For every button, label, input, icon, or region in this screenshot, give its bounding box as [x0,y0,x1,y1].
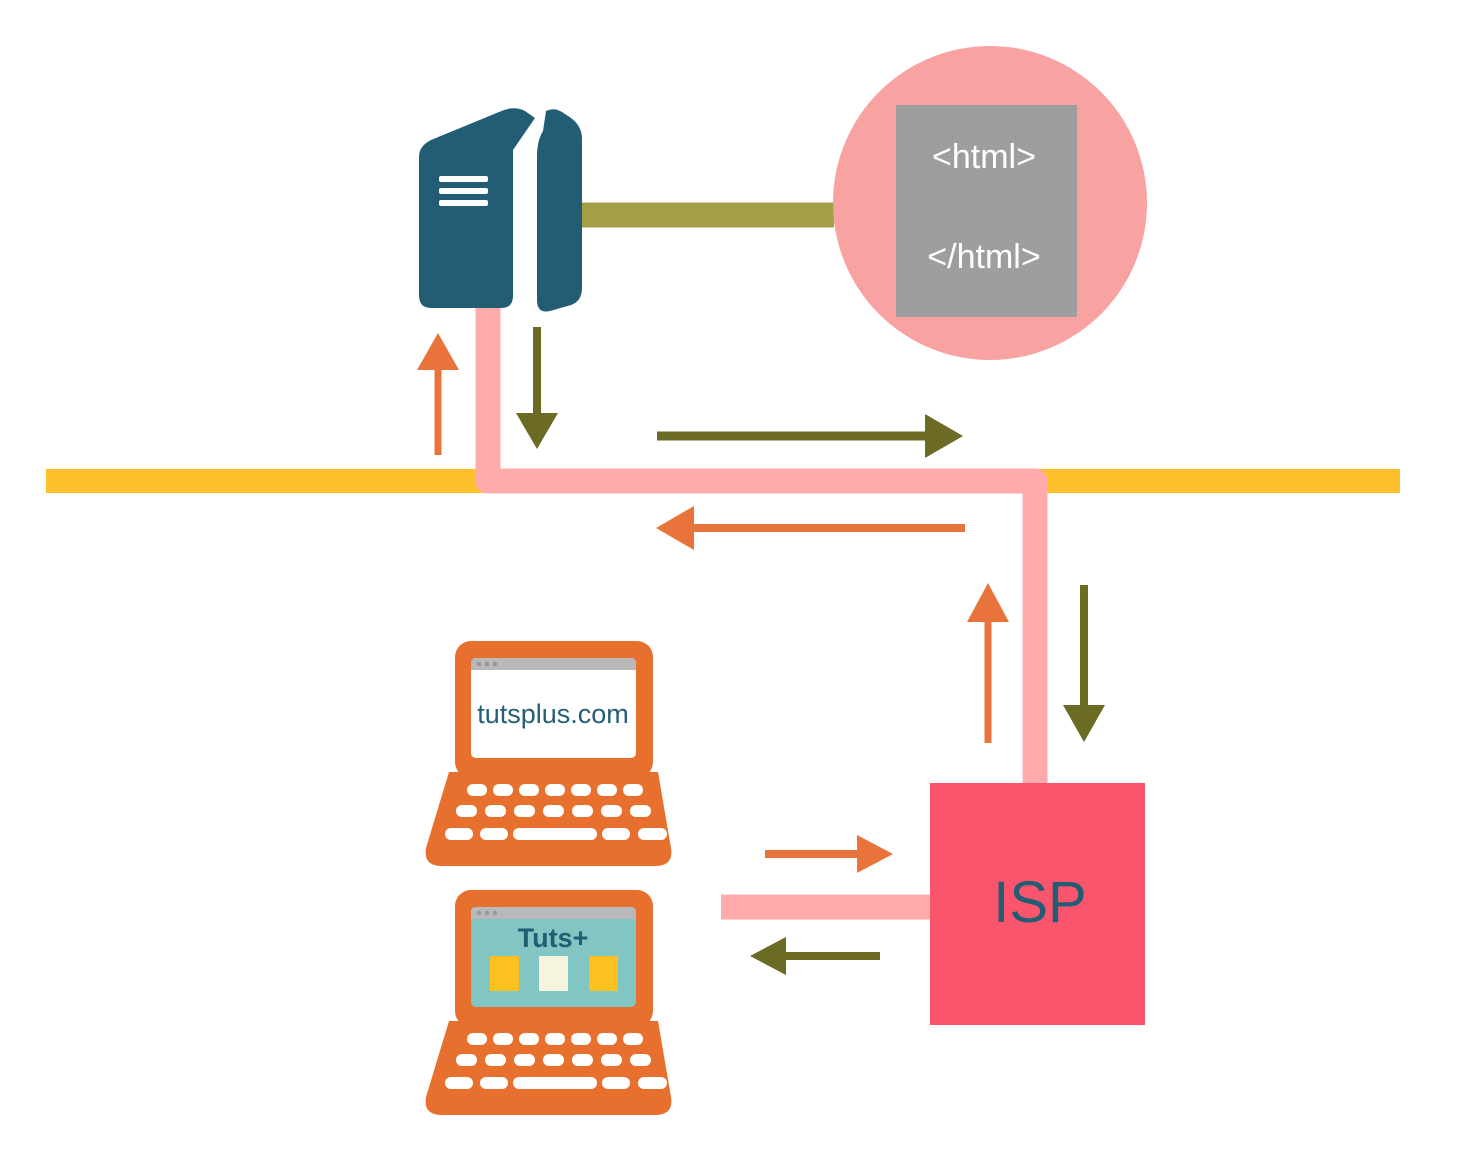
isp-label: ISP [993,870,1087,935]
laptop-1-browser-bar [471,658,636,670]
isp-rect [930,783,1145,1025]
request-right-arrow-laptop [765,835,893,873]
request-up-arrow-server [417,333,459,455]
response-right-arrow-backbone [657,414,963,458]
request-up-arrow-isp [967,583,1009,743]
html-close-tag: </html> [927,238,1040,276]
response-left-arrow-laptop [750,937,880,975]
laptop-1: tutsplus.com [425,641,672,866]
server-vent-lines [439,176,488,206]
html-page-icon [896,105,1077,317]
server-front-face [419,108,535,308]
request-left-arrow-backbone [656,506,965,550]
laptop-1-screen [471,658,636,758]
laptop-1-keyboard-keys [445,784,667,840]
laptop-2: Tuts+ [425,890,672,1115]
response-down-arrow-server [516,327,558,449]
web-server-icon [419,108,582,312]
laptop-2-site-title: Tuts+ [518,923,589,953]
laptop-2-browser-dots [476,910,498,916]
server-side-face [537,109,582,312]
laptop-1-browser-dots [476,661,498,667]
isp-box: ISP [930,783,1145,1025]
response-down-arrow-isp [1063,585,1105,742]
laptop-2-browser-bar [471,907,636,919]
laptop-2-content-blocks [490,956,618,991]
laptop-1-url-text: tutsplus.com [477,699,629,729]
html-document-bubble: <html> </html> [833,46,1147,360]
server-to-isp-pipe [475,300,1048,786]
laptop-2-keyboard-keys [445,1033,667,1089]
html-open-tag: <html> [932,138,1036,176]
